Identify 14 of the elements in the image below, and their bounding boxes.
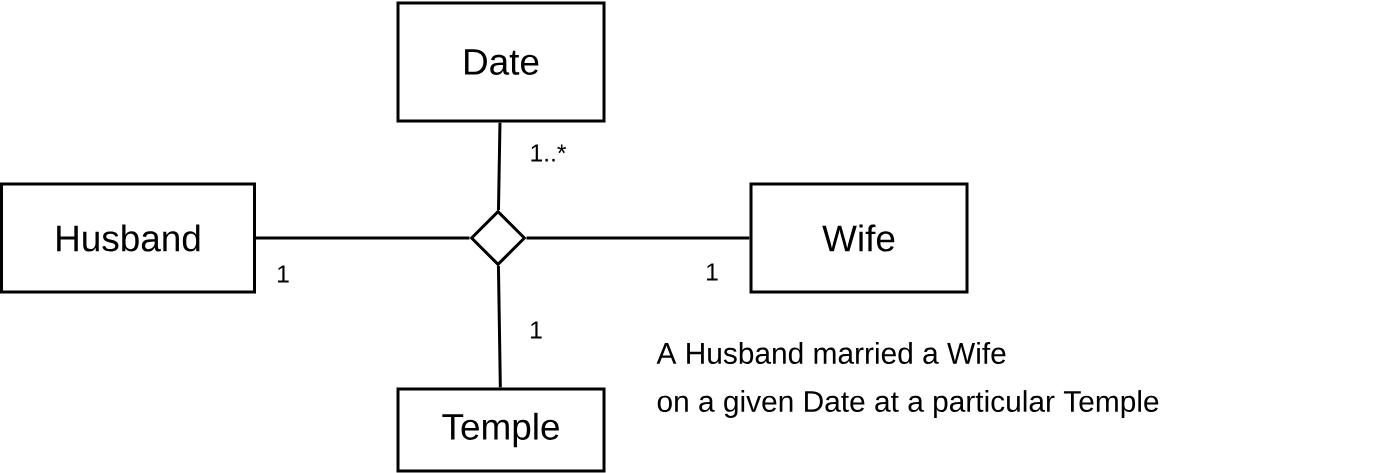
class-box: Wife xyxy=(749,182,969,294)
note-text: on a given Date at a particular Temple xyxy=(657,390,1159,418)
association-line xyxy=(526,236,750,240)
association-line xyxy=(496,266,502,388)
multiplicity-label: 1 xyxy=(278,265,289,283)
note-text: A Husband married a Wife xyxy=(656,342,1006,364)
class-box: Temple xyxy=(396,387,606,473)
class-box: Date xyxy=(396,1,606,123)
multiplicity-label: 1 xyxy=(531,321,542,339)
association-line xyxy=(256,236,470,240)
association-line xyxy=(497,122,502,210)
class-box: Husband xyxy=(0,182,256,294)
multiplicity-label: 1 xyxy=(707,263,718,281)
multiplicity-label: 1..* xyxy=(531,144,567,162)
